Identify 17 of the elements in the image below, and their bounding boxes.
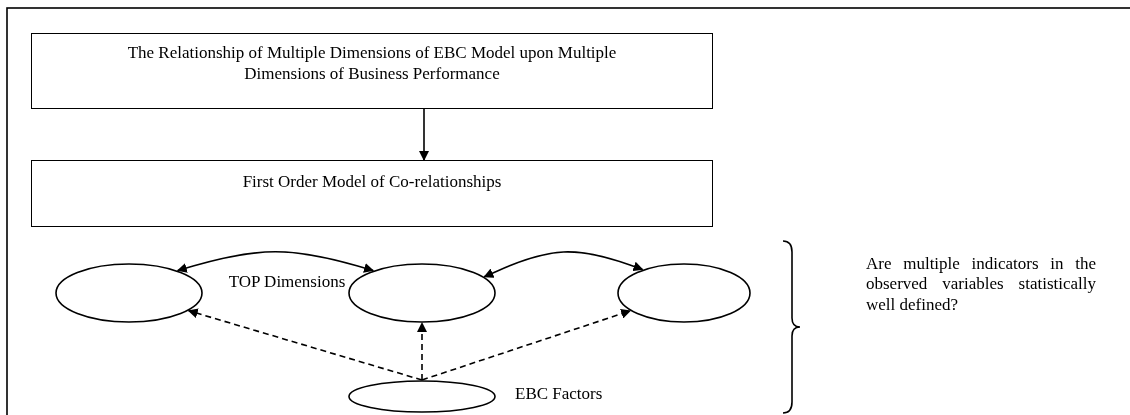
dashed-arrow [417,322,427,381]
node-caption: EBC Factors [515,384,604,405]
process-box [31,160,713,227]
note-text: Are multiple indicators in the observed variables statistically well defined? [866,254,1096,316]
process-box [31,33,713,109]
diagram-label: TOP Dimensions [227,272,347,293]
box-text: The Relationship of Multiple Dimensions of EBC Model upon Multiple Dimensions of Business Performance [126,42,618,85]
dashed-arrow [187,308,423,381]
arrow [483,251,644,278]
ellipse-node [617,263,751,323]
arrow [176,251,375,273]
arrow [419,108,429,161]
ellipse-node [55,263,203,323]
box-text: First Order Model of Co-relationships [242,171,502,193]
dashed-arrow [421,308,632,381]
ellipse-node [348,380,496,413]
ellipse-node [348,263,496,323]
